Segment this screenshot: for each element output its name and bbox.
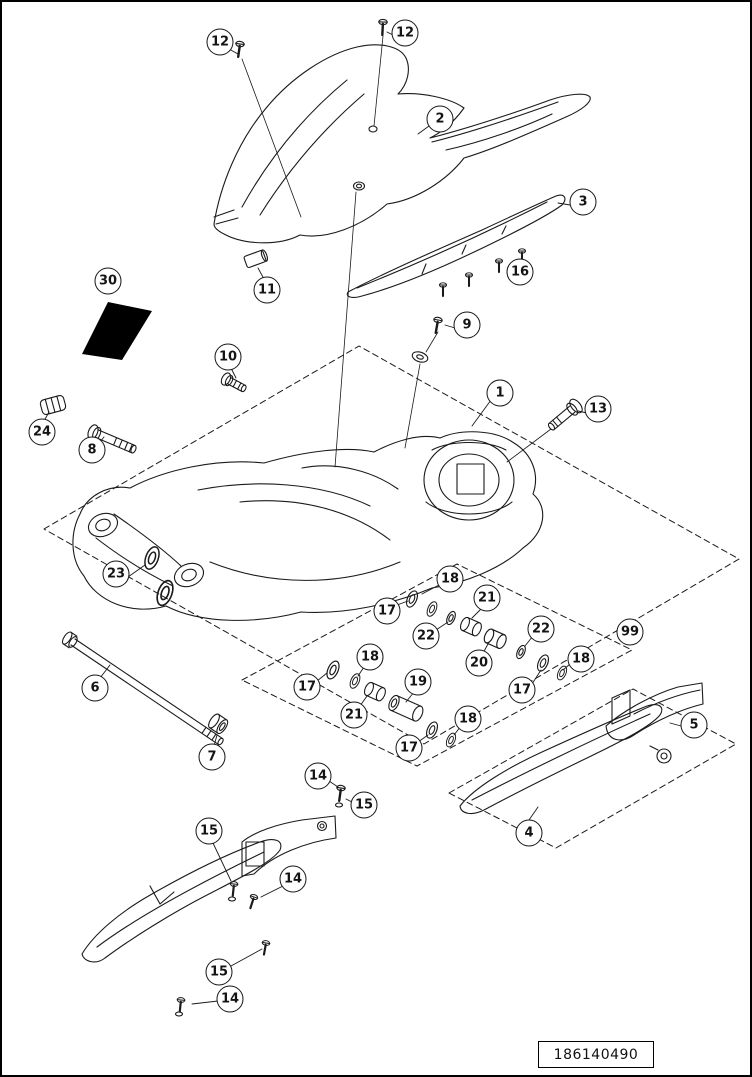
callout-20-22: 20	[465, 649, 493, 677]
callout-12-0: 12	[206, 28, 234, 56]
callout-22-19: 22	[412, 622, 440, 650]
chain-slider-right-drawing	[333, 682, 704, 815]
chain-slider-left-drawing	[81, 815, 337, 1017]
callout-14-32: 14	[304, 762, 332, 790]
callout-15-34: 15	[195, 817, 223, 845]
swingarm-drawing	[72, 431, 544, 621]
part-number-box: 186140490	[538, 1041, 654, 1068]
callout-14-36: 14	[279, 865, 307, 893]
callout-18-28: 18	[454, 705, 482, 733]
callout-17-26: 17	[508, 676, 536, 704]
callout-2-2: 2	[426, 105, 454, 133]
callout-6-25: 6	[81, 674, 109, 702]
callout-14-38: 14	[216, 985, 244, 1013]
chain-guard-drawing	[346, 194, 566, 298]
callout-22-17: 22	[527, 615, 555, 643]
callout-21-15: 21	[473, 584, 501, 612]
callout-99-18: 99	[616, 618, 644, 646]
callout-16-4: 16	[506, 258, 534, 286]
callout-11-5: 11	[253, 276, 281, 304]
callout-5-29: 5	[680, 711, 708, 739]
callout-1-9: 1	[486, 379, 514, 407]
callout-18-20: 18	[356, 643, 384, 671]
assembly-axis-lines	[241, 35, 552, 468]
material-marker	[82, 302, 152, 360]
callout-7-31: 7	[198, 743, 226, 771]
callout-13-10: 13	[584, 395, 612, 423]
callout-17-16: 17	[373, 597, 401, 625]
part-number: 186140490	[553, 1046, 639, 1063]
callout-21-27: 21	[340, 701, 368, 729]
callout-8-12: 8	[78, 436, 106, 464]
callout-23-13: 23	[102, 560, 130, 588]
rear-fender-drawing	[213, 44, 591, 244]
callout-4-35: 4	[515, 819, 543, 847]
dashed-assembly-boxes	[43, 345, 740, 849]
callout-17-24: 17	[293, 673, 321, 701]
callout-10-8: 10	[214, 343, 242, 371]
leader-lines	[43, 31, 682, 1005]
callout-15-37: 15	[205, 958, 233, 986]
callout-3-3: 3	[569, 188, 597, 216]
callout-12-1: 12	[391, 19, 419, 47]
fender-screws-drawing	[232, 17, 389, 59]
callout-18-14: 18	[436, 565, 464, 593]
callout-18-21: 18	[567, 645, 595, 673]
callout-19-23: 19	[404, 668, 432, 696]
callout-24-11: 24	[28, 418, 56, 446]
callout-15-33: 15	[350, 791, 378, 819]
callout-30-6: 30	[94, 267, 122, 295]
callout-17-30: 17	[395, 734, 423, 762]
seal-rings-drawing	[141, 544, 177, 609]
rear-axle-drawing	[61, 631, 229, 746]
callout-9-7: 9	[453, 311, 481, 339]
